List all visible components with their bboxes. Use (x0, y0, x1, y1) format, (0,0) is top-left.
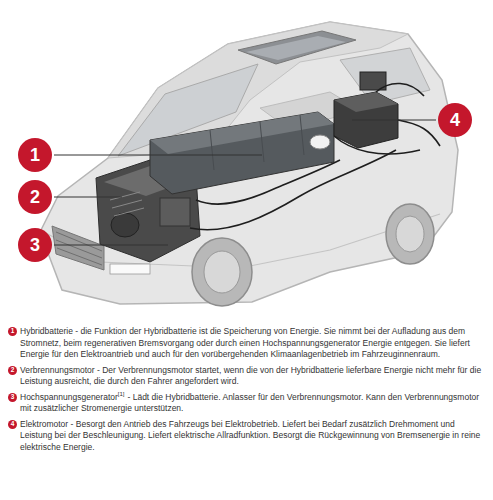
list-number-circle: 3 (8, 393, 17, 402)
grille-part (52, 226, 104, 270)
cables-part (196, 160, 340, 204)
description-label: Hybridbatterie - die Funktion der Hybrid… (20, 326, 470, 359)
callout-number: 3 (8, 393, 17, 402)
callout-number: 3 (18, 228, 52, 262)
cables-part (376, 83, 424, 96)
description-row: 3Hochspannungsgenerator[1]- Lädt die Hyb… (8, 392, 486, 415)
car-body-part (108, 22, 408, 158)
car-body-part (238, 31, 356, 64)
cables-part (190, 150, 396, 230)
callout-circle: 1 (18, 138, 52, 172)
leader-lines-part (352, 120, 436, 121)
engine-part (110, 192, 144, 216)
leader-lines-part (54, 197, 122, 198)
callout-number: 4 (438, 103, 472, 137)
description-text: Hochspannungsgenerator[1]- Lädt die Hybr… (20, 392, 486, 415)
callout-number: 2 (8, 366, 17, 375)
legend-list: 1Hybridbatterie - die Funktion der Hybri… (8, 326, 486, 457)
wheels-part (204, 251, 240, 293)
circle-fill (8, 366, 17, 375)
circle-fill (438, 103, 472, 137)
leader-lines-part (54, 155, 262, 156)
description-row: 1Hybridbatterie - die Funktion der Hybri… (8, 326, 486, 361)
description-label: Elektromotor - Besorgt den Antrieb des F… (20, 419, 480, 452)
callout-circle: 4 (438, 103, 472, 137)
grille-part (110, 264, 150, 274)
wheels (192, 204, 434, 306)
list-number-circle: 2 (8, 366, 17, 375)
leader-lines-part (54, 245, 168, 246)
engine-part (111, 213, 139, 237)
circle-fill (18, 228, 52, 262)
circle-fill (18, 180, 52, 214)
circle-fill (8, 420, 17, 429)
circle-fill (18, 138, 52, 172)
callout-number: 2 (18, 180, 52, 214)
list-number-circle: 4 (8, 420, 17, 429)
cables-part (334, 136, 420, 154)
description-label: Verbrennungsmotor - Der Verbrennungsmoto… (20, 365, 481, 387)
cables-part (398, 120, 440, 146)
wheels-part (386, 204, 434, 264)
description-label: Hochspannungsgenerator (20, 392, 118, 402)
description-text: Hybridbatterie - die Funktion der Hybrid… (20, 326, 486, 361)
wheels-part (192, 238, 252, 306)
electric-motor (310, 72, 398, 149)
callout-number: 4 (8, 420, 17, 429)
battery-part (210, 115, 304, 170)
grille-part (56, 232, 102, 265)
description-text: Verbrennungsmotor - Der Verbrennungsmoto… (20, 365, 486, 388)
electric-motor-part (310, 135, 330, 149)
description-text: Elektromotor - Besorgt den Antrieb des F… (20, 419, 486, 454)
circle-fill (8, 393, 17, 402)
description-row: 2Verbrennungsmotor - Der Verbrennungsmot… (8, 365, 486, 388)
description-row: 4Elektromotor - Besorgt den Antrieb des … (8, 419, 486, 454)
wheels-part (396, 216, 424, 252)
cables (190, 83, 440, 229)
callout-number: 1 (8, 327, 17, 336)
footnote-marker: [1] (118, 391, 125, 397)
car-illustration (0, 0, 493, 320)
callout-number: 1 (18, 138, 52, 172)
car-body-part (246, 36, 346, 60)
battery-part (150, 112, 334, 194)
callout-circle: 3 (18, 228, 52, 262)
electric-motor-part (334, 92, 398, 112)
list-number-circle: 1 (8, 327, 17, 336)
circle-fill (8, 327, 17, 336)
car-body-part (340, 48, 430, 104)
engine-part (160, 198, 190, 226)
battery (150, 112, 334, 194)
battery-part (150, 112, 334, 154)
callout-circle: 2 (18, 180, 52, 214)
leader-lines (54, 120, 436, 245)
